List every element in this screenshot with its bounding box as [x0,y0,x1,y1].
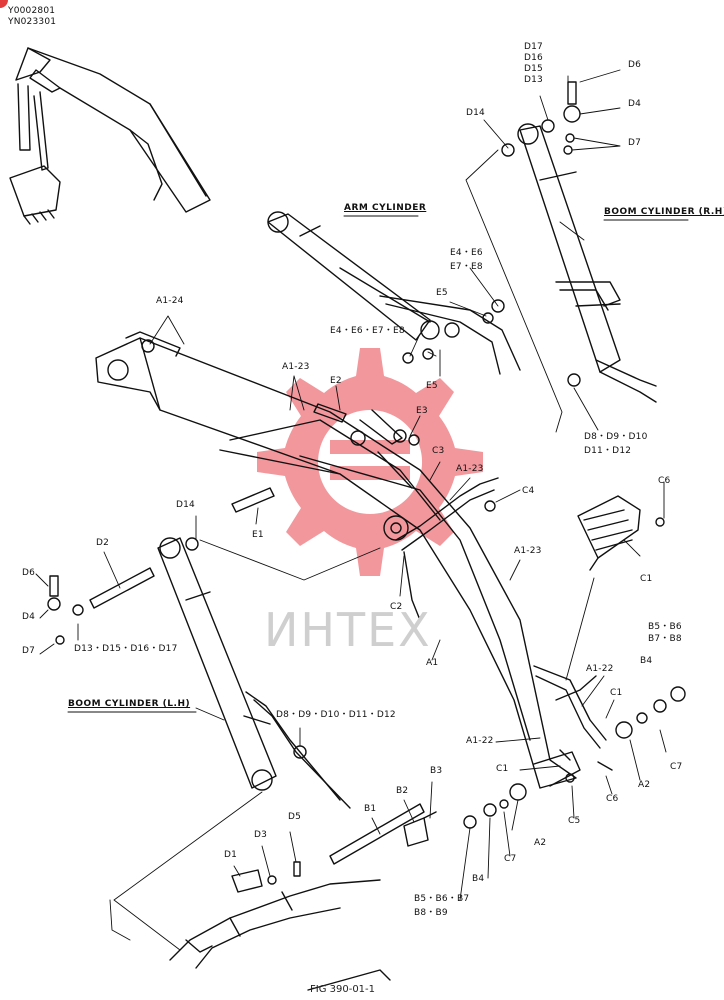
hose-fitting-bundle [577,495,641,571]
label-e4-group-1: E4・E6 [450,248,483,258]
label-a1-22-top: A1-22 [586,664,614,674]
boom-cylinder-rh [517,123,657,403]
label-c1-mid: C1 [610,688,623,698]
arm-cylinder-caption: ARM CYLINDER [344,203,427,213]
label-d16: D16 [524,53,543,63]
label-d5: D5 [288,812,302,822]
label-a1-23-top: A1-23 [282,362,310,372]
label-e4-group-2: E7・E8 [450,262,483,272]
label-d13-group: D13・D15・D16・D17 [74,644,178,654]
label-b5-group-right-1: B5・B6 [648,622,682,632]
label-d15: D15 [524,64,543,74]
label-c6-low: C6 [606,794,619,804]
hose-lines [395,477,607,761]
label-e2: E2 [330,376,342,386]
machine-overview-sketch [9,47,211,225]
label-c1-right: C1 [640,574,653,584]
boom-cylinder-rh-caption: BOOM CYLINDER (R.H) [604,207,724,217]
label-d14-top: D14 [466,108,485,118]
label-d8-group-left: D8・D9・D10・D11・D12 [276,710,396,720]
figure-label: FIG 390-01-1 [310,984,376,995]
label-c1-low: C1 [496,764,509,774]
boom-cylinder-lh-caption: BOOM CYLINDER (L.H) [68,699,191,709]
label-d6-top: D6 [628,60,642,70]
base-mount-sketch [169,879,391,991]
label-c3: C3 [432,446,445,456]
leader-lines [35,69,667,951]
label-d7-top: D7 [628,138,642,148]
label-e5-mid: E5 [426,381,438,391]
label-b4-low: B4 [472,874,485,884]
label-e3: E3 [416,406,428,416]
header-code-1: Y0002801 [8,6,56,16]
label-c5: C5 [568,816,581,826]
label-c7-right: C7 [670,762,683,772]
label-a1-22-mid: A1-22 [466,736,494,746]
label-d3: D3 [254,830,268,840]
label-a1: A1 [426,658,439,668]
watermark-gear-logo [257,348,483,576]
label-d7-left: D7 [22,646,36,656]
label-c2: C2 [390,602,403,612]
label-b1: B1 [364,804,377,814]
caption-underlines [67,215,689,713]
label-d17: D17 [524,42,543,52]
label-c7-low: C7 [504,854,517,864]
label-d6-left: D6 [22,568,36,578]
corner-badge [0,0,8,8]
label-a1-23-right: A1-23 [514,546,542,556]
label-a1-24: A1-24 [156,296,184,306]
label-b3: B3 [430,766,443,776]
label-d1: D1 [224,850,238,860]
watermark-text: ИНТЕХ [264,603,432,657]
header-code-2: YN023301 [8,17,57,27]
label-e1: E1 [252,530,264,540]
label-d4-left: D4 [22,612,36,622]
label-b5-group-low-2: B8・B9 [414,908,448,918]
label-d2: D2 [96,538,110,548]
label-b4-right: B4 [640,656,653,666]
label-d8-group-right-2: D11・D12 [584,446,632,456]
label-d8-group-right-1: D8・D9・D10 [584,432,648,442]
label-a2-low: A2 [534,838,547,848]
label-d13: D13 [524,75,543,85]
label-c6-top: C6 [658,476,671,486]
arm-cylinder [267,211,521,489]
label-d14-mid: D14 [176,500,195,510]
label-d4-top: D4 [628,99,642,109]
label-a1-23-mid: A1-23 [456,464,484,474]
label-b5-group-low-1: B5・B6・B7 [414,894,470,904]
boom-cylinder-lh [157,537,351,809]
label-b2: B2 [396,786,409,796]
label-b5-group-right-2: B7・B8 [648,634,682,644]
label-e5-top: E5 [436,288,448,298]
label-a2-right: A2 [638,780,651,790]
label-e4-group-mid: E4・E6・E7・E8 [330,326,405,336]
label-c4: C4 [522,486,535,496]
